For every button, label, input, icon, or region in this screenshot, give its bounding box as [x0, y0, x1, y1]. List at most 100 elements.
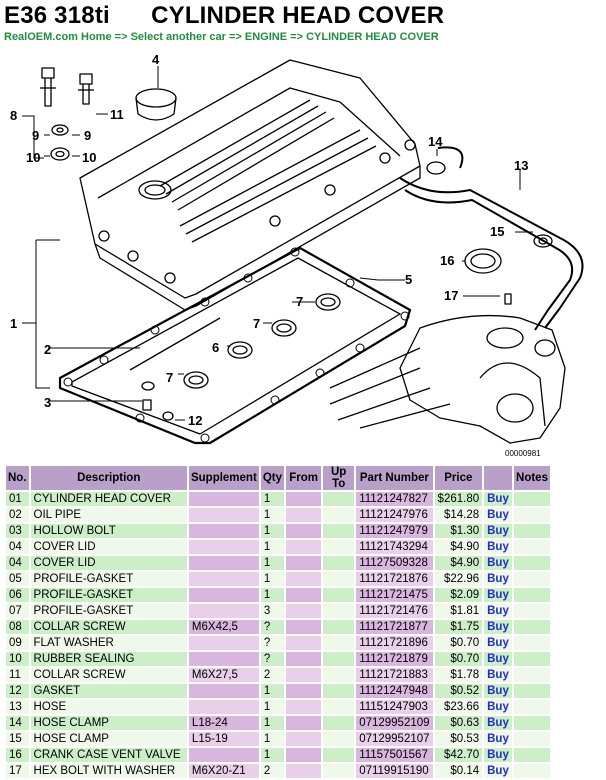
callout-9[interactable]: 9	[84, 128, 91, 143]
cell-from	[286, 668, 322, 682]
buy-link[interactable]: Buy	[484, 620, 512, 634]
cell-supplement: L18-24	[188, 716, 259, 730]
cell-no: 10	[6, 652, 29, 666]
cell-part-number: 07119915190	[356, 764, 433, 778]
cell-qty: 1	[260, 700, 284, 714]
buy-link[interactable]: Buy	[484, 684, 512, 698]
cell-price: $0.52	[434, 684, 483, 698]
cell-supplement	[188, 748, 259, 762]
callout-10[interactable]: 10	[26, 150, 40, 165]
buy-link[interactable]: Buy	[484, 524, 512, 538]
callout-3[interactable]: 3	[44, 395, 51, 410]
callout-17[interactable]: 17	[444, 288, 458, 303]
callout-16[interactable]: 16	[440, 253, 454, 268]
callout-9[interactable]: 9	[32, 128, 39, 143]
buy-link[interactable]: Buy	[484, 636, 512, 650]
cell-notes	[514, 572, 550, 586]
cell-upto	[323, 684, 355, 698]
callout-7[interactable]: 7	[296, 294, 303, 309]
callout-7[interactable]: 7	[166, 370, 173, 385]
cell-from	[286, 572, 322, 586]
callout-13[interactable]: 13	[514, 158, 528, 173]
callout-6[interactable]: 6	[212, 340, 219, 355]
callout-4[interactable]: 4	[152, 52, 160, 67]
buy-link[interactable]: Buy	[484, 748, 512, 762]
buy-link[interactable]: Buy	[484, 732, 512, 746]
buy-link[interactable]: Buy	[484, 668, 512, 682]
cell-part-number: 11127509328	[356, 556, 433, 570]
cell-price: $0.53	[434, 732, 483, 746]
cell-part-number: 11121743294	[356, 540, 433, 554]
buy-link[interactable]: Buy	[484, 572, 512, 586]
cell-part-number: 11121247948	[356, 684, 433, 698]
buy-link[interactable]: Buy	[484, 540, 512, 554]
cell-price: $2.09	[434, 588, 483, 602]
buy-link[interactable]: Buy	[484, 588, 512, 602]
cell-notes	[514, 636, 550, 650]
cell-description: PROFILE-GASKET	[30, 572, 187, 586]
col-header-qty: Qty	[260, 466, 284, 490]
buy-link[interactable]: Buy	[484, 716, 512, 730]
callout-1[interactable]: 1	[10, 316, 17, 331]
callout-15[interactable]: 15	[490, 224, 504, 239]
callout-2[interactable]: 2	[44, 342, 51, 357]
cell-supplement	[188, 636, 259, 650]
breadcrumb: RealOEM.com Home => Select another car =…	[4, 31, 439, 43]
cell-notes	[514, 764, 550, 778]
cell-price: $4.90	[434, 556, 483, 570]
cell-upto	[323, 764, 355, 778]
callout-10[interactable]: 10	[82, 150, 96, 165]
callout-12[interactable]: 12	[188, 413, 202, 428]
callout-11[interactable]: 11	[110, 107, 124, 122]
cell-description: HEX BOLT WITH WASHER	[30, 764, 187, 778]
cell-part-number: 11151247903	[356, 700, 433, 714]
cell-description: FLAT WASHER	[30, 636, 187, 650]
callout-7[interactable]: 7	[253, 316, 260, 331]
cell-no: 12	[6, 684, 29, 698]
breadcrumb-select-car-link[interactable]: Select another car	[130, 31, 226, 43]
cell-from	[286, 748, 322, 762]
parts-table: No. Description Supplement Qty From Up T…	[4, 464, 552, 780]
cell-from	[286, 716, 322, 730]
cell-notes	[514, 604, 550, 618]
diagram-code: 00000981	[505, 449, 541, 458]
cell-supplement	[188, 700, 259, 714]
cell-from	[286, 588, 322, 602]
callout-8[interactable]: 8	[10, 108, 17, 123]
cell-price: $4.90	[434, 540, 483, 554]
table-header-row: No. Description Supplement Qty From Up T…	[6, 466, 550, 490]
cell-supplement	[188, 540, 259, 554]
cell-from	[286, 700, 322, 714]
cell-part-number: 11157501567	[356, 748, 433, 762]
cell-description: GASKET	[30, 684, 187, 698]
cell-from	[286, 636, 322, 650]
callout-5[interactable]: 5	[405, 272, 412, 287]
cell-notes	[514, 668, 550, 682]
cell-from	[286, 620, 322, 634]
cell-from	[286, 556, 322, 570]
buy-link[interactable]: Buy	[484, 652, 512, 666]
buy-link[interactable]: Buy	[484, 556, 512, 570]
cell-upto	[323, 588, 355, 602]
buy-link[interactable]: Buy	[484, 508, 512, 522]
breadcrumb-engine-link[interactable]: ENGINE	[244, 31, 288, 43]
breadcrumb-home-link[interactable]: RealOEM.com Home	[4, 31, 112, 43]
breadcrumb-current-link[interactable]: CYLINDER HEAD COVER	[306, 31, 439, 43]
cell-upto	[323, 652, 355, 666]
cell-part-number: 11121721879	[356, 652, 433, 666]
buy-link[interactable]: Buy	[484, 764, 512, 778]
buy-link[interactable]: Buy	[484, 604, 512, 618]
callout-14[interactable]: 14	[428, 134, 443, 149]
buy-link[interactable]: Buy	[484, 700, 512, 714]
cell-no: 07	[6, 604, 29, 618]
cell-description: PROFILE-GASKET	[30, 604, 187, 618]
cell-price: $0.63	[434, 716, 483, 730]
cell-no: 04	[6, 556, 29, 570]
buy-link[interactable]: Buy	[484, 492, 512, 506]
cell-notes	[514, 716, 550, 730]
